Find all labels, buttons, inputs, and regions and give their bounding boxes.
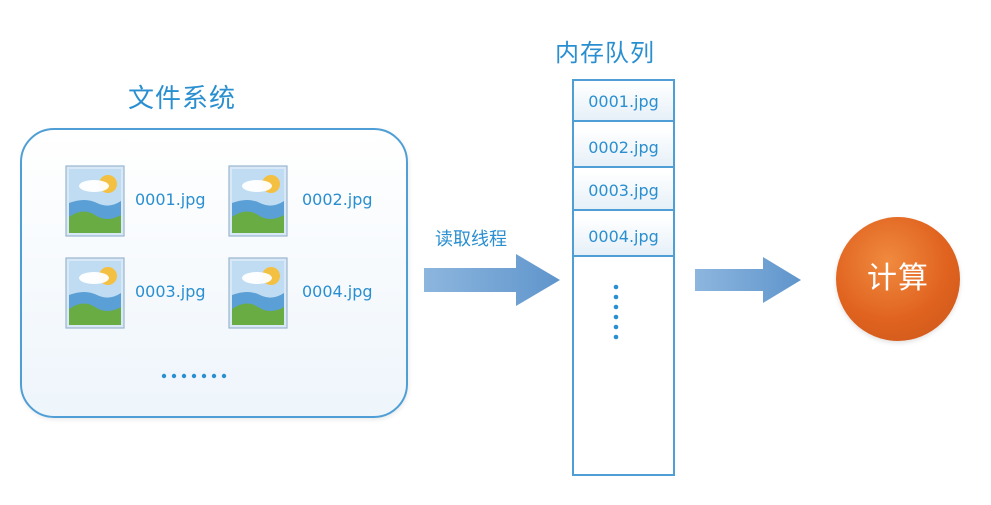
file-name: 0004.jpg xyxy=(302,282,373,301)
queue-item: 0001.jpg xyxy=(574,83,673,122)
queue-item: 0003.jpg xyxy=(574,172,673,211)
file-system-title: 文件系统 xyxy=(128,84,237,114)
file-name: 0002.jpg xyxy=(302,190,373,209)
reader-thread-label: 读取线程 xyxy=(435,229,507,250)
queue-item: 0004.jpg xyxy=(574,218,673,257)
image-file-icon xyxy=(228,165,288,237)
memory-queue-title: 内存队列 xyxy=(555,39,655,67)
queue-vertical-dots xyxy=(613,284,619,340)
memory-queue: 0001.jpg 0002.jpg 0003.jpg 0004.jpg xyxy=(572,79,675,476)
read-arrow-icon xyxy=(424,254,560,306)
queue-item: 0002.jpg xyxy=(574,129,673,168)
ellipsis-dots xyxy=(161,373,227,379)
image-file-icon xyxy=(228,257,288,329)
compute-circle: 计算 xyxy=(836,217,960,341)
file-name: 0003.jpg xyxy=(135,282,206,301)
compute-arrow-icon xyxy=(695,257,801,303)
image-file-icon xyxy=(65,165,125,237)
image-file-icon xyxy=(65,257,125,329)
file-name: 0001.jpg xyxy=(135,190,206,209)
